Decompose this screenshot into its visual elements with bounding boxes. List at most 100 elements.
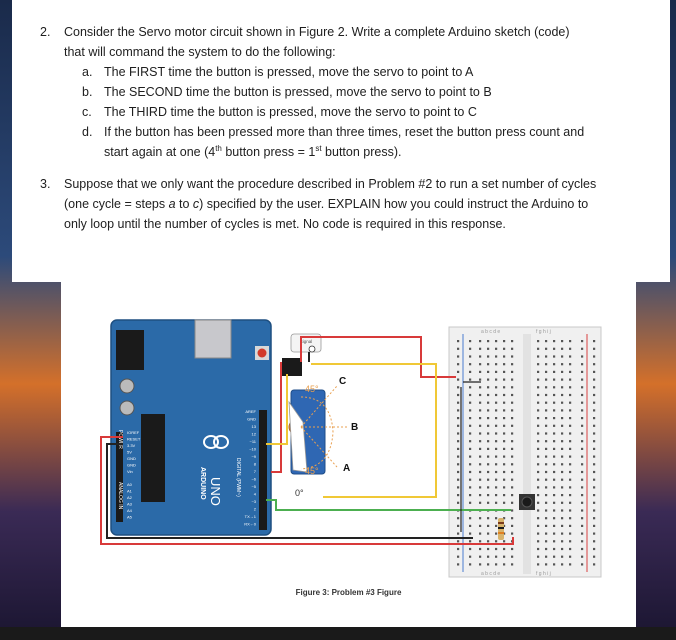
breadboard-hole xyxy=(503,386,506,389)
breadboard-hole xyxy=(553,547,556,551)
breadboard-hole xyxy=(495,532,498,535)
breadboard-hole xyxy=(495,547,498,551)
breadboard-hole xyxy=(545,340,548,343)
bb-letters-right-bottom: f g h i j xyxy=(536,571,551,577)
arduino-board: ARDUINO UNO DIGITAL (PWM~) POWER ANALOG … xyxy=(110,319,272,536)
breadboard-hole xyxy=(511,517,514,520)
problems-text-panel: 2. Consider the Servo motor circuit show… xyxy=(12,0,670,282)
pin-label: 7 xyxy=(254,469,257,474)
breadboard-hole xyxy=(561,401,564,404)
breadboard-hole xyxy=(545,347,548,350)
breadboard-hole xyxy=(545,355,548,358)
breadboard-hole xyxy=(469,547,472,551)
breadboard-hole xyxy=(537,517,540,520)
breadboard-hole xyxy=(545,478,548,481)
circuit-diagram: ARDUINO UNO DIGITAL (PWM~) POWER ANALOG … xyxy=(100,319,602,578)
power-header-label: POWER xyxy=(117,430,123,449)
breadboard-hole xyxy=(469,347,472,350)
breadboard-hole xyxy=(487,424,490,427)
breadboard-hole xyxy=(479,355,482,358)
breadboard-hole xyxy=(495,393,498,397)
wire-green xyxy=(266,499,511,511)
pin-label: A3 xyxy=(127,502,133,507)
breadboard-hole xyxy=(537,532,540,535)
breadboard-hole xyxy=(569,478,572,481)
breadboard-hole xyxy=(479,378,482,381)
breadboard-hole xyxy=(553,417,556,420)
breadboard-hole xyxy=(561,378,564,381)
bb-letters-right-top: f g h i j xyxy=(536,329,551,335)
breadboard-hole xyxy=(545,509,548,512)
breadboard-hole xyxy=(553,470,556,474)
breadboard-hole xyxy=(561,447,564,450)
breadboard-hole xyxy=(457,432,460,435)
pin-label: ~6 xyxy=(251,477,256,482)
breadboard-hole xyxy=(581,424,584,427)
pin-label: A2 xyxy=(127,495,133,500)
breadboard-hole xyxy=(545,363,548,366)
arduino-model-label: UNO xyxy=(208,477,223,506)
breadboard-hole xyxy=(561,470,564,474)
breadboard-hole xyxy=(511,370,514,373)
breadboard-hole xyxy=(569,417,572,420)
breadboard-hole xyxy=(457,486,460,489)
breadboard-hole xyxy=(569,563,572,566)
breadboard-hole xyxy=(487,378,490,381)
breadboard-hole xyxy=(495,524,498,527)
breadboard-hole xyxy=(503,524,506,527)
question-3-line-1: Suppose that we only want the procedure … xyxy=(64,177,597,191)
point-a-label: A xyxy=(343,463,350,474)
breadboard-hole xyxy=(553,401,556,404)
breadboard-hole xyxy=(553,440,556,443)
breadboard-hole xyxy=(495,386,498,389)
breadboard-hole xyxy=(503,340,506,343)
breadboard-hole xyxy=(593,370,596,373)
breadboard-hole xyxy=(553,463,556,466)
breadboard-hole xyxy=(511,463,514,466)
breadboard-hole xyxy=(487,555,490,558)
breadboard-hole xyxy=(487,432,490,435)
breadboard-hole xyxy=(487,532,490,535)
breadboard-hole xyxy=(511,424,514,427)
breadboard-hole xyxy=(503,563,506,566)
breadboard-hole xyxy=(537,370,540,373)
breadboard-hole xyxy=(503,447,506,450)
breadboard-hole xyxy=(469,432,472,435)
breadboard-hole xyxy=(457,347,460,350)
pin-label: RESET xyxy=(127,437,141,442)
pin-label: 8 xyxy=(254,462,257,467)
breadboard-hole xyxy=(487,340,490,343)
breadboard-hole xyxy=(569,555,572,558)
breadboard-hole xyxy=(503,393,506,397)
question-2-item-c: c. The THIRD time the button is pressed,… xyxy=(82,105,477,119)
breadboard-hole xyxy=(537,455,540,458)
breadboard-hole xyxy=(593,532,596,535)
breadboard-hole xyxy=(553,355,556,358)
breadboard-hole xyxy=(487,463,490,466)
breadboard-hole xyxy=(503,455,506,458)
breadboard-hole xyxy=(479,440,482,443)
breadboard-hole xyxy=(537,463,540,466)
breadboard-hole xyxy=(503,501,506,504)
breadboard-hole xyxy=(487,478,490,481)
breadboard-hole xyxy=(561,424,564,427)
analog-header-label: ANALOG IN xyxy=(117,482,123,510)
breadboard-hole xyxy=(503,363,506,366)
breadboard-hole xyxy=(457,355,460,358)
breadboard-hole xyxy=(537,417,540,420)
pin-label: IOREF xyxy=(127,430,140,435)
breadboard-hole xyxy=(469,363,472,366)
breadboard-hole xyxy=(553,363,556,366)
breadboard-hole xyxy=(495,563,498,566)
breadboard-hole xyxy=(487,470,490,474)
breadboard-hole xyxy=(487,540,490,543)
breadboard-hole xyxy=(511,417,514,420)
breadboard-hole xyxy=(479,432,482,435)
pin-label: GND xyxy=(127,463,136,468)
breadboard-hole xyxy=(545,532,548,535)
breadboard-hole xyxy=(581,355,584,358)
breadboard-hole xyxy=(569,447,572,450)
pin-label: ~5 xyxy=(251,484,256,489)
arduino-brand-label: ARDUINO xyxy=(199,467,206,500)
breadboard-hole xyxy=(495,440,498,443)
